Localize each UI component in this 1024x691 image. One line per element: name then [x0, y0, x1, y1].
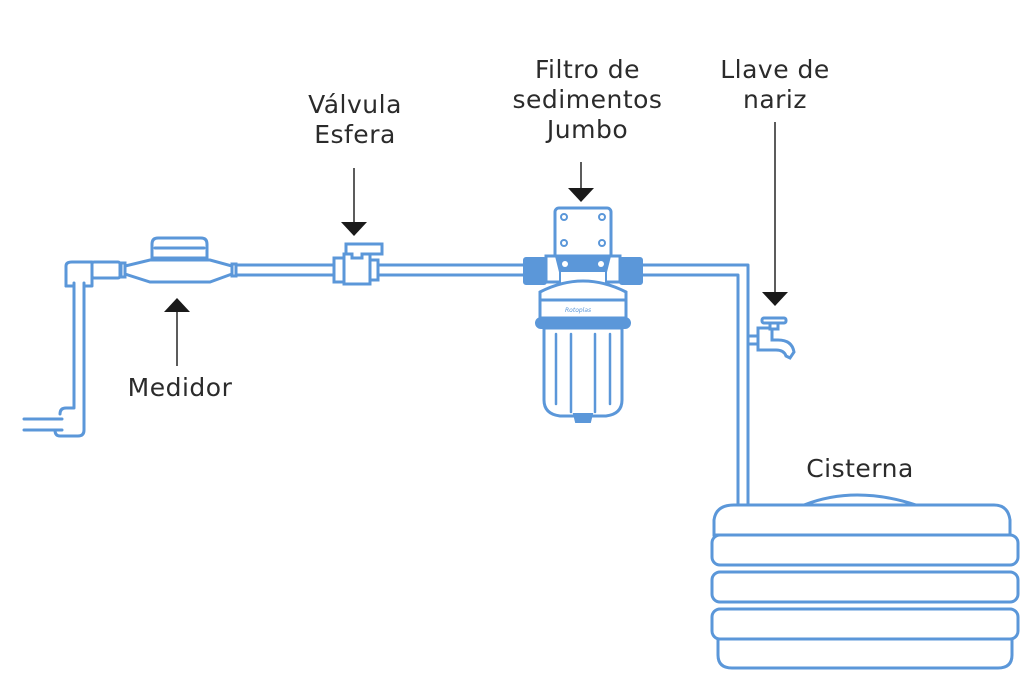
water-meter-icon [90, 236, 238, 284]
pipe-segment-3 [640, 263, 750, 507]
label-cisterna: Cisterna [806, 454, 914, 483]
arrow-filtro [568, 162, 594, 202]
faucet-icon [746, 316, 796, 360]
ball-valve-icon [332, 242, 384, 286]
arrow-valvula [341, 168, 367, 236]
pipe-segment-2 [376, 263, 526, 277]
cistern-tank-icon [710, 493, 1020, 670]
arrow-medidor [164, 298, 190, 366]
pipe-segment-1 [234, 263, 336, 277]
sediment-filter-icon: Rotoplas [523, 206, 643, 423]
label-valvula-esfera: Válvula Esfera [308, 90, 402, 149]
label-llave-de-nariz: Llave de nariz [720, 55, 830, 114]
label-filtro-sedimentos-jumbo: Filtro de sedimentos Jumbo [512, 55, 663, 144]
filter-brand-text: Rotoplas [565, 307, 591, 314]
inlet-pipe [22, 260, 94, 438]
arrow-llave [762, 122, 788, 306]
label-medidor: Medidor [127, 373, 233, 402]
